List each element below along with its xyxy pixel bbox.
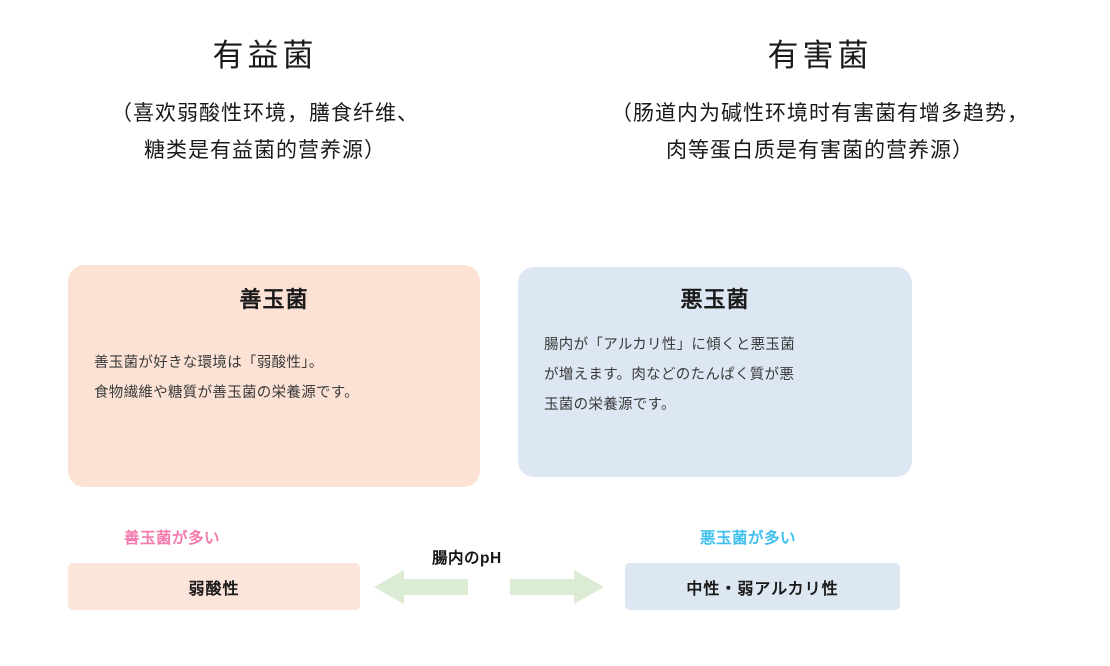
comparison-header-section: 有益菌 （喜欢弱酸性环境，膳食纤维、 糖类是有益菌的营养源） 有害菌 （肠道内为… xyxy=(0,0,1110,250)
ph-bar-neutral-alkaline: 中性・弱アルカリ性 xyxy=(625,563,900,610)
bad-bacteria-note: （肠道内为碱性环境时有害菌有增多趋势， 肉等蛋白质是有害菌的营养源） xyxy=(530,95,1110,170)
comparison-column-bad: 有害菌 （肠道内为碱性环境时有害菌有增多趋势， 肉等蛋白质是有害菌的营养源） xyxy=(530,0,1110,170)
bad-bacteria-title: 有害菌 xyxy=(767,38,873,73)
bad-bacteria-card-body-line2: が増えます。肉などのたんぱく質が悪 xyxy=(544,367,795,384)
good-bacteria-card-body: 善玉菌が好きな環境は「弱酸性」。 食物繊維や糖質が善玉菌の栄養源です。 xyxy=(94,349,454,408)
good-bacteria-note-line1: （喜欢弱酸性环境，膳食纤维、 xyxy=(111,101,419,125)
bad-bacteria-note-line1: （肠道内为碱性环境时有害菌有增多趋势， xyxy=(611,101,1029,125)
arrow-right-icon xyxy=(510,570,604,604)
bad-bacteria-card: 悪玉菌 腸内が「アルカリ性」に傾くと悪玉菌 が増えます。肉などのたんぱく質が悪 … xyxy=(518,267,912,477)
good-bacteria-title: 有益菌 xyxy=(212,38,318,73)
good-bacteria-note: （喜欢弱酸性环境，膳食纤维、 糖类是有益菌的营养源） xyxy=(0,95,530,170)
good-bacteria-card-title: 善玉菌 xyxy=(239,287,309,312)
bad-bacteria-card-body: 腸内が「アルカリ性」に傾くと悪玉菌 が増えます。肉などのたんぱく質が悪 玉菌の栄… xyxy=(544,331,886,420)
arrow-left-icon xyxy=(374,570,468,604)
bad-bacteria-card-title: 悪玉菌 xyxy=(680,287,750,312)
ph-bar-weak-acidic: 弱酸性 xyxy=(68,563,360,610)
bad-bacteria-note-line2: 肉等蛋白质是有害菌的营养源） xyxy=(666,138,974,163)
comparison-column-good: 有益菌 （喜欢弱酸性环境，膳食纤维、 糖类是有益菌的营养源） xyxy=(0,0,530,170)
ph-axis-label: 腸内のpH xyxy=(432,550,502,567)
bad-bacteria-card-body-line1: 腸内が「アルカリ性」に傾くと悪玉菌 xyxy=(544,337,796,354)
ph-caption-good-bacteria: 善玉菌が多い xyxy=(124,530,221,547)
good-bacteria-note-line2: 糖类是有益菌的营养源） xyxy=(144,138,386,163)
ph-caption-bad-bacteria: 悪玉菌が多い xyxy=(700,530,797,547)
good-bacteria-card: 善玉菌 善玉菌が好きな環境は「弱酸性」。 食物繊維や糖質が善玉菌の栄養源です。 xyxy=(68,265,480,487)
ph-scale-section: 善玉菌が多い 悪玉菌が多い 腸内のpH 弱酸性 中性・弱アルカリ性 xyxy=(0,500,1110,666)
bad-bacteria-card-body-line3: 玉菌の栄養源です。 xyxy=(544,396,676,413)
info-cards-section: 善玉菌 善玉菌が好きな環境は「弱酸性」。 食物繊維や糖質が善玉菌の栄養源です。 … xyxy=(0,250,1110,500)
good-bacteria-card-body-line2: 食物繊維や糖質が善玉菌の栄養源です。 xyxy=(94,385,359,402)
good-bacteria-card-body-line1: 善玉菌が好きな環境は「弱酸性」。 xyxy=(94,355,324,372)
